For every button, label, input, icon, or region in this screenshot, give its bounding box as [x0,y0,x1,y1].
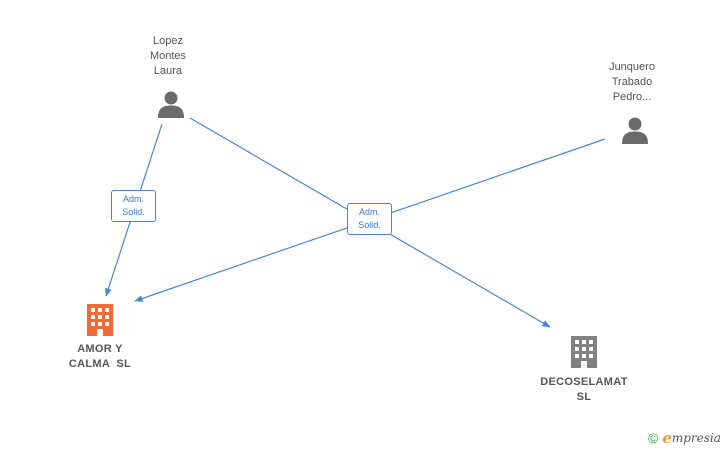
edge-badge-line: Solid. [122,207,145,217]
person-name-line: Lopez [153,35,183,47]
person-name-line: Laura [153,65,183,77]
company-name-line: AMOR Y [77,343,123,355]
copyright-icon: © [648,430,659,446]
person-name-line: Montes [149,50,187,62]
person-name-line: Trabado [611,76,653,88]
person-icon-lopez[interactable] [158,91,184,119]
company-name-line: SL [576,391,592,403]
brand-logo-initial: e [662,429,672,447]
person-name-line: Junquero [609,61,655,73]
company-name-line: DECOSELAMAT [540,376,628,388]
person-icon-junquero[interactable] [622,117,648,145]
building-icon-decoselamat[interactable] [571,336,597,368]
edge-badge-line: Adm. [122,194,144,204]
person-label-junquero[interactable]: Junquero Trabado Pedro... [592,60,672,105]
company-name-line: CALMA SL [68,358,132,370]
person-name-line: Pedro... [612,91,652,103]
brand-logo-text: mpresia [671,431,721,445]
person-label-lopez[interactable]: Lopez Montes Laura [128,34,208,79]
brand-watermark: © e mpresia [648,429,721,447]
edge-badge-line: Adm. [358,207,380,217]
building-icon-amor[interactable] [87,304,113,336]
edge-badge-junquero-amor: Adm. Solid. [347,203,392,235]
edge-badge-line: Solid. [358,220,381,230]
company-label-decoselamat[interactable]: DECOSELAMAT SL [529,375,639,405]
company-label-amor[interactable]: AMOR Y CALMA SL [50,342,150,372]
edge-badge-lopez-amor: Adm. Solid. [111,190,156,222]
